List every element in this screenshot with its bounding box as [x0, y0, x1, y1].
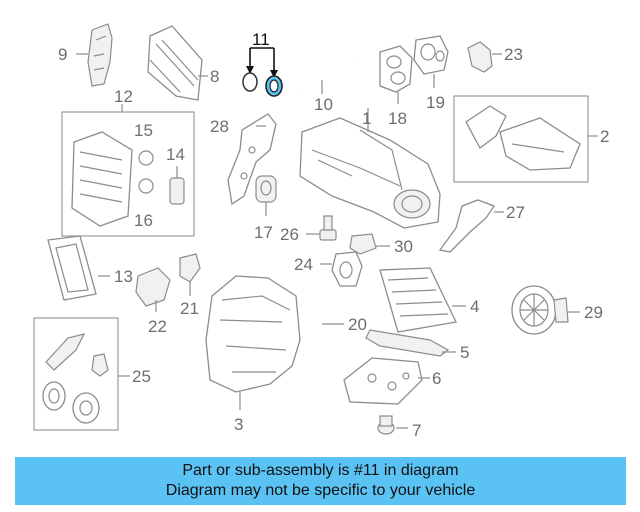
part-27 [438, 199, 504, 253]
part-21 [179, 253, 201, 296]
part-2-group-box [453, 95, 589, 183]
part-5 [365, 329, 456, 357]
part-8 [147, 25, 208, 101]
part-25-group-box [33, 317, 119, 431]
part-23 [467, 41, 502, 73]
callout-23: 23 [504, 45, 523, 64]
part-19 [413, 35, 449, 88]
callout-19: 19 [426, 93, 445, 112]
callout-12: 12 [114, 87, 133, 106]
callout-21: 21 [180, 299, 199, 318]
part-4 [379, 267, 466, 333]
part-12-group-box [61, 111, 195, 237]
part-22 [135, 267, 171, 312]
part-26 [306, 215, 337, 241]
part-12-evaporator [71, 131, 133, 227]
callout-3: 3 [234, 415, 243, 434]
callout-1: 1 [362, 109, 371, 128]
callout-9: 9 [58, 45, 67, 64]
part-14-expansion-valve [169, 166, 185, 205]
part-7 [377, 415, 408, 435]
part-11-callout-bracket [246, 47, 278, 78]
callout-10: 10 [314, 95, 333, 114]
callout-25: 25 [132, 367, 151, 386]
part-30 [349, 233, 390, 255]
part-13 [47, 235, 110, 301]
part-6 [343, 357, 430, 405]
part-28 [227, 113, 277, 206]
part-17 [255, 175, 277, 216]
callout-11: 11 [252, 30, 270, 49]
callout-8: 8 [210, 67, 219, 86]
callout-13: 13 [114, 267, 133, 286]
callout-27: 27 [506, 203, 525, 222]
part-15 [138, 150, 154, 166]
callout-26: 26 [280, 225, 299, 244]
callout-22: 22 [148, 317, 167, 336]
callout-24: 24 [294, 255, 313, 274]
part-29-blower-motor [511, 285, 580, 335]
part-3-lower-housing [205, 275, 301, 410]
parts-diagram: 9 8 11 10 18 [33, 23, 609, 440]
info-banner: Part or sub-assembly is #11 in diagram D… [15, 457, 626, 505]
part-10 [296, 46, 367, 95]
callout-20: 20 [348, 315, 367, 334]
banner-line-2: Diagram may not be specific to your vehi… [165, 482, 476, 499]
callout-14: 14 [166, 145, 185, 164]
callout-15: 15 [134, 121, 153, 140]
part-11-o-ring-large [265, 75, 283, 97]
part-20 [303, 287, 344, 353]
part-1-heater-unit [299, 108, 441, 229]
callout-30: 30 [394, 237, 413, 256]
callout-16: 16 [134, 211, 153, 230]
part-9 [76, 23, 113, 87]
callout-18: 18 [388, 109, 407, 128]
part-2-duct [465, 105, 598, 171]
part-11-o-ring-small [242, 72, 258, 92]
callout-29: 29 [584, 303, 603, 322]
callout-2: 2 [600, 127, 609, 146]
part-25-contents [42, 333, 130, 424]
part-16 [138, 178, 154, 194]
callout-7: 7 [412, 421, 421, 440]
part-24 [320, 251, 363, 287]
part-18 [379, 45, 413, 104]
banner-line-1: Part or sub-assembly is #11 in diagram [182, 462, 459, 479]
callout-28: 28 [210, 117, 229, 136]
callout-6: 6 [432, 369, 441, 388]
callout-17: 17 [254, 223, 273, 242]
callout-5: 5 [460, 343, 469, 362]
callout-4: 4 [470, 297, 479, 316]
